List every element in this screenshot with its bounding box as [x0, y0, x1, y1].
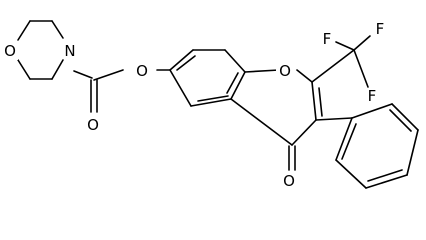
atom-fluorine-2: F: [376, 20, 385, 38]
bond: [17, 59, 31, 80]
bond: [311, 81, 317, 121]
bond: [315, 117, 353, 121]
trifluoromethyl-group: [311, 35, 371, 88]
bond: [169, 49, 194, 71]
morpholine-ring: [17, 20, 64, 80]
bond: [51, 59, 64, 80]
bond: [296, 69, 313, 83]
atom-fluorine-3: F: [368, 87, 377, 105]
molecule-structure-diagram: O N O O O O F F F: [2, 20, 419, 190]
bond: [226, 72, 239, 94]
pyranone-ring: [230, 69, 323, 171]
bond: [353, 49, 369, 88]
bond: [176, 55, 196, 71]
carbamate-group: [73, 69, 171, 113]
bond: [335, 117, 353, 161]
atom-morpholine-nitrogen: N: [64, 42, 75, 60]
bond: [353, 35, 371, 51]
bond: [190, 98, 232, 107]
bond: [367, 169, 403, 182]
bond: [224, 49, 246, 73]
atom-morpholine-oxygen: O: [4, 42, 16, 60]
bond: [17, 20, 31, 41]
atom-ester-oxygen: O: [136, 62, 148, 80]
atom-labels: O N O O O O F F F: [2, 20, 384, 190]
atom-fluorine-1: F: [323, 30, 332, 48]
atom-ring-oxygen: O: [279, 62, 291, 80]
bond: [244, 69, 280, 73]
bond: [230, 71, 246, 100]
bond: [93, 69, 124, 81]
bond: [311, 49, 355, 83]
bond: [169, 69, 192, 107]
bond: [73, 70, 93, 79]
bond: [230, 98, 293, 146]
bond: [335, 159, 367, 189]
atom-carbonyl-oxygen: O: [87, 116, 99, 134]
bond: [391, 103, 419, 131]
bond: [335, 41, 355, 51]
benzo-ring: [169, 49, 246, 107]
bond: [318, 87, 323, 117]
atom-ketone-oxygen: O: [283, 172, 295, 190]
bond: [351, 103, 393, 119]
bond: [197, 95, 229, 102]
bond: [389, 109, 412, 132]
bond: [51, 20, 64, 39]
bond: [291, 119, 317, 146]
bond: [341, 123, 357, 160]
phenyl-ring: [315, 103, 419, 189]
bond: [406, 129, 419, 176]
bond: [365, 174, 408, 189]
